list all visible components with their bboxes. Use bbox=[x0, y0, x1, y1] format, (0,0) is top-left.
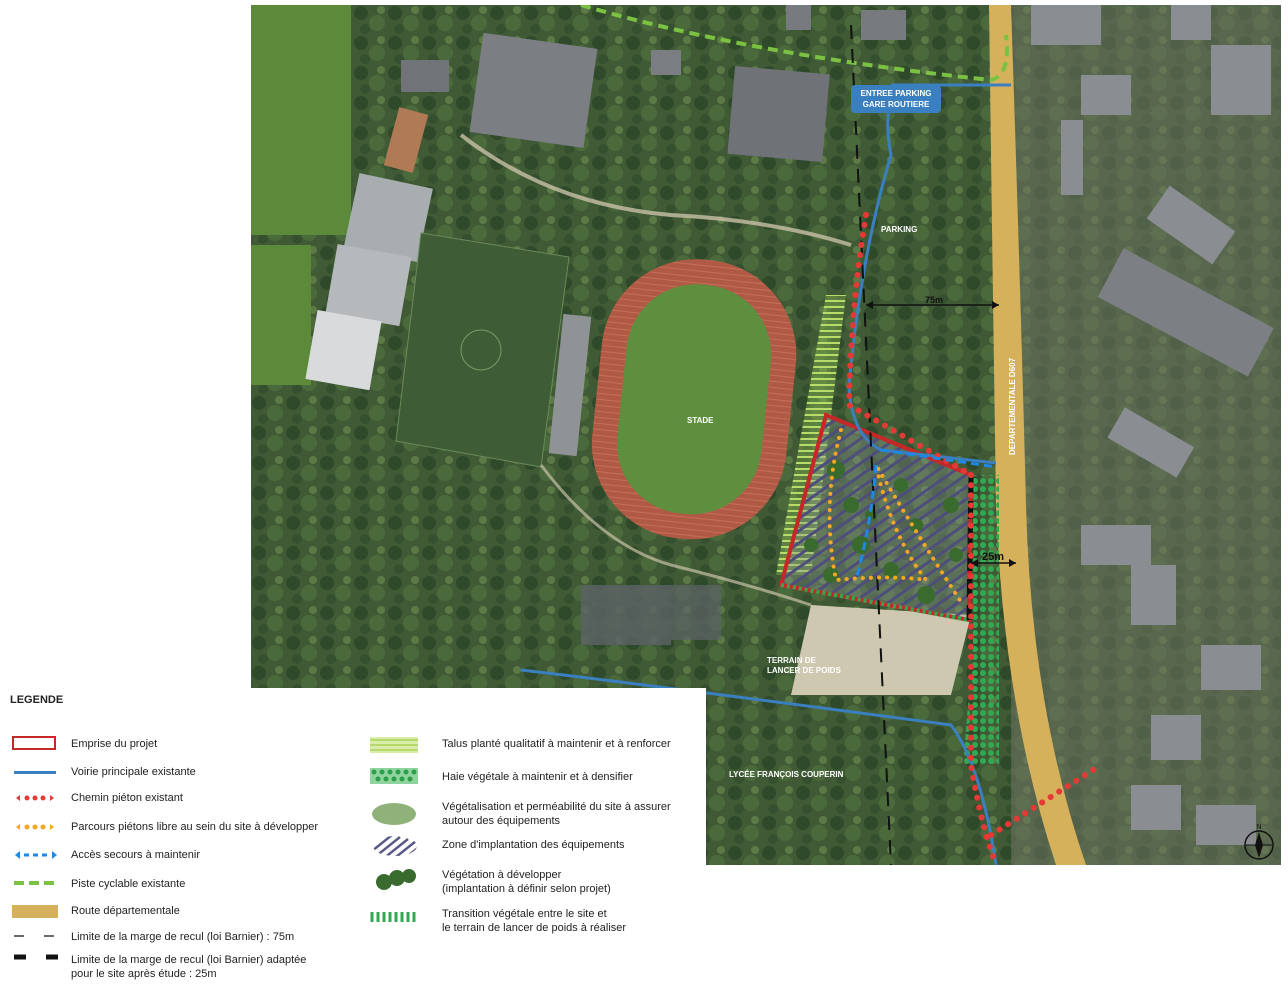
green-blob-icon bbox=[372, 803, 416, 825]
road-label: DEPARTEMENTALE D607 bbox=[1008, 357, 1017, 455]
stade-label: STADE bbox=[687, 416, 714, 425]
orange-dots-icon bbox=[16, 824, 54, 830]
legend-title: LEGENDE bbox=[10, 694, 64, 706]
parking-label: PARKING bbox=[881, 225, 917, 234]
legend-right-label-5: Transition végétale entre le site et le … bbox=[442, 908, 627, 934]
legend-left-label-3: Parcours piétons libre au sein du site à… bbox=[71, 821, 319, 833]
tan-band-icon bbox=[12, 905, 58, 918]
tree-cluster-icon bbox=[376, 869, 416, 890]
legend-right-label-1: Haie végétale à maintenir et à densifier bbox=[442, 771, 633, 783]
legend-left-label-5: Piste cyclable existante bbox=[71, 878, 186, 890]
legend-right-label-4: Végétation à développer (implantation à … bbox=[442, 869, 611, 895]
pedestrian-new-path bbox=[827, 428, 965, 607]
svg-text:N: N bbox=[1256, 824, 1261, 831]
departmental-road bbox=[989, 5, 1086, 865]
main-road-1 bbox=[847, 83, 997, 465]
talus-stripes-icon bbox=[370, 737, 418, 753]
parking-entry-label-2: GARE ROUTIERE bbox=[863, 100, 930, 109]
legend-left-label-8: Limite de la marge de recul (loi Barnier… bbox=[71, 954, 307, 980]
talus-area bbox=[776, 295, 846, 575]
legend-right-label-3: Zone d'implantation des équipements bbox=[442, 839, 625, 851]
green-vbars-icon bbox=[370, 912, 416, 922]
compass-icon: N bbox=[1244, 824, 1274, 860]
terrain-label-2: LANCER DE POIDS bbox=[767, 666, 841, 675]
hedge-pattern-icon bbox=[370, 768, 418, 784]
legend-panel bbox=[0, 688, 706, 986]
legend-left-label-6: Route départementale bbox=[71, 905, 180, 917]
legend-left-label-7: Limite de la marge de recul (loi Barnier… bbox=[71, 931, 295, 943]
distance-75m-label: 75m bbox=[925, 295, 943, 305]
pedestrian-path bbox=[845, 212, 1104, 865]
main-road-2 bbox=[520, 668, 998, 865]
terrain-label-1: TERRAIN DE bbox=[767, 656, 817, 665]
tree-clusters bbox=[804, 461, 963, 604]
barnier-75m-line bbox=[850, 24, 892, 865]
hatch-zone-icon bbox=[373, 836, 417, 856]
parking-entry-label-1: ENTREE PARKING bbox=[861, 89, 932, 98]
thin-dash-icon bbox=[14, 935, 58, 937]
lycee-label: LYCÉE FRANÇOIS COUPERIN bbox=[729, 770, 844, 779]
legend-left-label-0: Emprise du projet bbox=[71, 738, 158, 750]
legend-left-label-1: Voirie principale existante bbox=[71, 766, 196, 778]
legend-right-label-0: Talus planté qualitatif à maintenir et à… bbox=[442, 738, 671, 750]
hedge-strip bbox=[963, 475, 999, 765]
thick-dash-icon bbox=[14, 954, 58, 960]
blue-line-icon bbox=[14, 771, 56, 774]
green-dashed-icon bbox=[14, 881, 58, 885]
legend-right-label-2: Végétalisation et perméabilité du site à… bbox=[442, 801, 671, 827]
distance-25m-label: 25m bbox=[982, 551, 1004, 563]
red-rect-icon bbox=[12, 736, 56, 750]
red-dots-icon bbox=[16, 795, 54, 801]
legend-left-label-2: Chemin piéton existant bbox=[71, 792, 183, 804]
blue-dashed-icon bbox=[15, 851, 57, 859]
legend-left-label-4: Accès secours à maintenir bbox=[71, 849, 200, 861]
